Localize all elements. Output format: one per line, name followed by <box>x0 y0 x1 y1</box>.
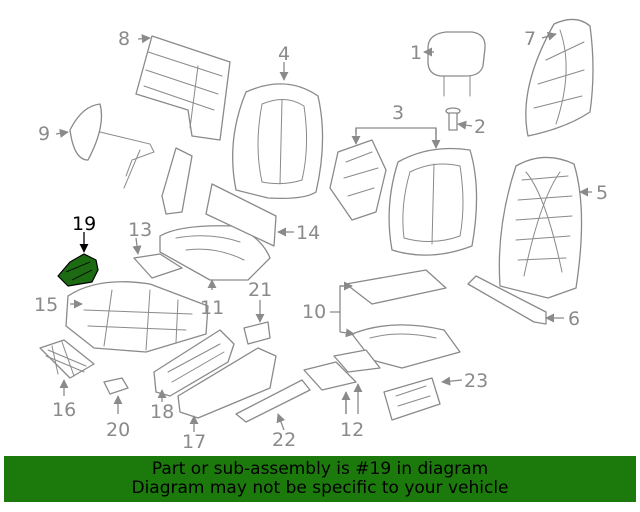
callout-21: 21 <box>248 279 272 301</box>
callout-1: 1 <box>410 42 422 64</box>
footer-banner: Part or sub-assembly is #19 in diagram D… <box>4 456 636 502</box>
part-19-highlighted-cover[interactable] <box>57 253 99 287</box>
callout-9: 9 <box>38 123 50 145</box>
part-9-airbag-harness[interactable] <box>69 103 193 215</box>
callout-10: 10 <box>302 301 326 323</box>
part-2-guide-sleeve[interactable] <box>445 107 461 131</box>
callout-23: 23 <box>464 370 488 392</box>
callout-19: 19 <box>72 213 96 235</box>
leader-lines <box>55 31 592 432</box>
callout-4: 4 <box>278 43 290 65</box>
callout-5: 5 <box>596 182 608 204</box>
part-23-switch[interactable] <box>383 377 441 421</box>
part-5-backrest-frame[interactable] <box>498 156 583 299</box>
part-20-clip[interactable] <box>103 377 129 395</box>
footer-line-1: Part or sub-assembly is #19 in diagram <box>151 459 489 479</box>
callout-20: 20 <box>106 419 130 441</box>
part-1-headrest[interactable] <box>427 31 486 97</box>
part-14-insert[interactable] <box>205 183 277 247</box>
part-21-bracket[interactable] <box>243 321 271 345</box>
callout-6: 6 <box>568 308 580 330</box>
callout-11: 11 <box>200 297 224 319</box>
part-22-rail-cover[interactable] <box>235 379 311 423</box>
part-10-cushion-parts[interactable] <box>345 269 461 369</box>
part-7-back-panel[interactable] <box>525 18 594 137</box>
callout-7: 7 <box>524 28 536 50</box>
part-12-mats[interactable] <box>303 349 381 391</box>
part-15-seat-frame[interactable] <box>65 281 209 353</box>
callout-3: 3 <box>392 102 404 124</box>
part-13-pad[interactable] <box>133 253 183 279</box>
callout-12: 12 <box>340 419 364 441</box>
callout-13: 13 <box>128 219 152 241</box>
callout-15: 15 <box>34 294 58 316</box>
part-3-backrest-cover[interactable] <box>329 139 478 256</box>
footer-line-2: Diagram may not be specific to your vehi… <box>131 478 509 498</box>
callout-14: 14 <box>296 222 320 244</box>
callout-16: 16 <box>52 399 76 421</box>
part-18-side-trim[interactable] <box>153 329 235 397</box>
part-11-seat-cushion[interactable] <box>159 225 271 281</box>
seat-exploded-view: 8 4 1 7 9 3 2 5 13 14 19 21 15 11 10 6 2… <box>34 18 608 453</box>
callout-22: 22 <box>272 429 296 451</box>
callout-2: 2 <box>474 116 486 138</box>
part-16-mat[interactable] <box>39 339 95 379</box>
part-8-frame[interactable] <box>135 35 231 141</box>
callout-8: 8 <box>118 28 130 50</box>
callout-18: 18 <box>150 401 174 423</box>
part-4-backrest-pad[interactable] <box>232 83 324 200</box>
callout-labels: 8 4 1 7 9 3 2 5 13 14 19 21 15 11 10 6 2… <box>34 28 608 453</box>
part-17-trim[interactable] <box>177 347 277 419</box>
callout-17: 17 <box>182 431 206 453</box>
